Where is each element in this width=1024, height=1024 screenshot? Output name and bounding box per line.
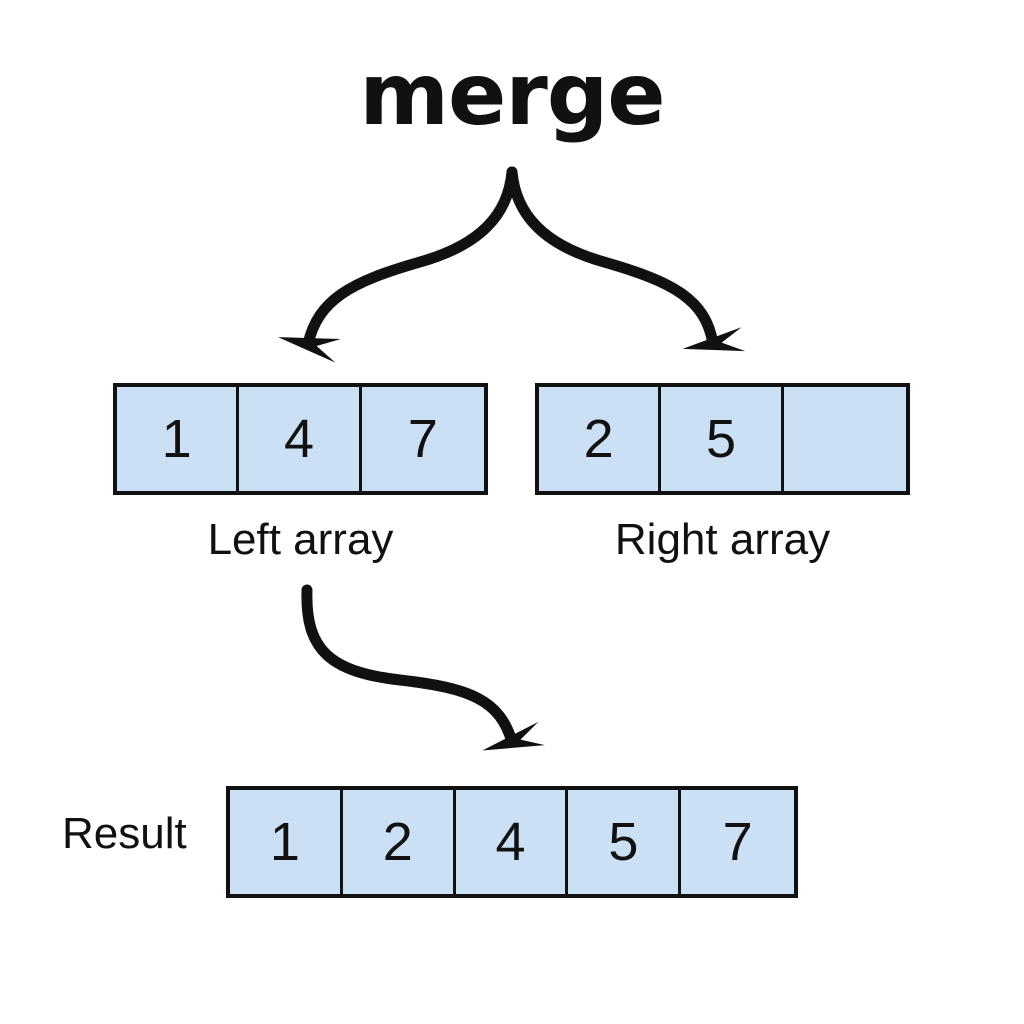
left-array-cell[interactable]: 1	[117, 387, 240, 491]
left-array: 1 4 7	[113, 383, 488, 495]
result-array-cell[interactable]: 2	[342, 790, 456, 894]
result-array: 1 2 4 5 7	[226, 786, 798, 898]
right-array-cell-empty[interactable]	[783, 387, 907, 491]
right-array-caption: Right array	[614, 515, 831, 564]
result-array-cell[interactable]: 7	[681, 790, 795, 894]
left-array-cell[interactable]: 4	[239, 387, 362, 491]
right-array-cell[interactable]: 2	[539, 387, 662, 491]
left-array-cell[interactable]: 7	[361, 387, 485, 491]
result-array-caption: Result	[62, 809, 187, 858]
right-array-cell[interactable]: 5	[661, 387, 784, 491]
page-title: merge	[359, 45, 665, 145]
right-array: 2 5	[535, 383, 910, 495]
left-array-caption: Left array	[207, 515, 394, 564]
fork-arrow-to-left-array	[277, 166, 518, 363]
arrow-to-result-array	[301, 584, 545, 751]
result-array-cell[interactable]: 4	[455, 790, 569, 894]
fork-arrow-to-right-array	[506, 166, 746, 352]
result-array-cell[interactable]: 5	[568, 790, 682, 894]
result-array-cell[interactable]: 1	[230, 790, 343, 894]
